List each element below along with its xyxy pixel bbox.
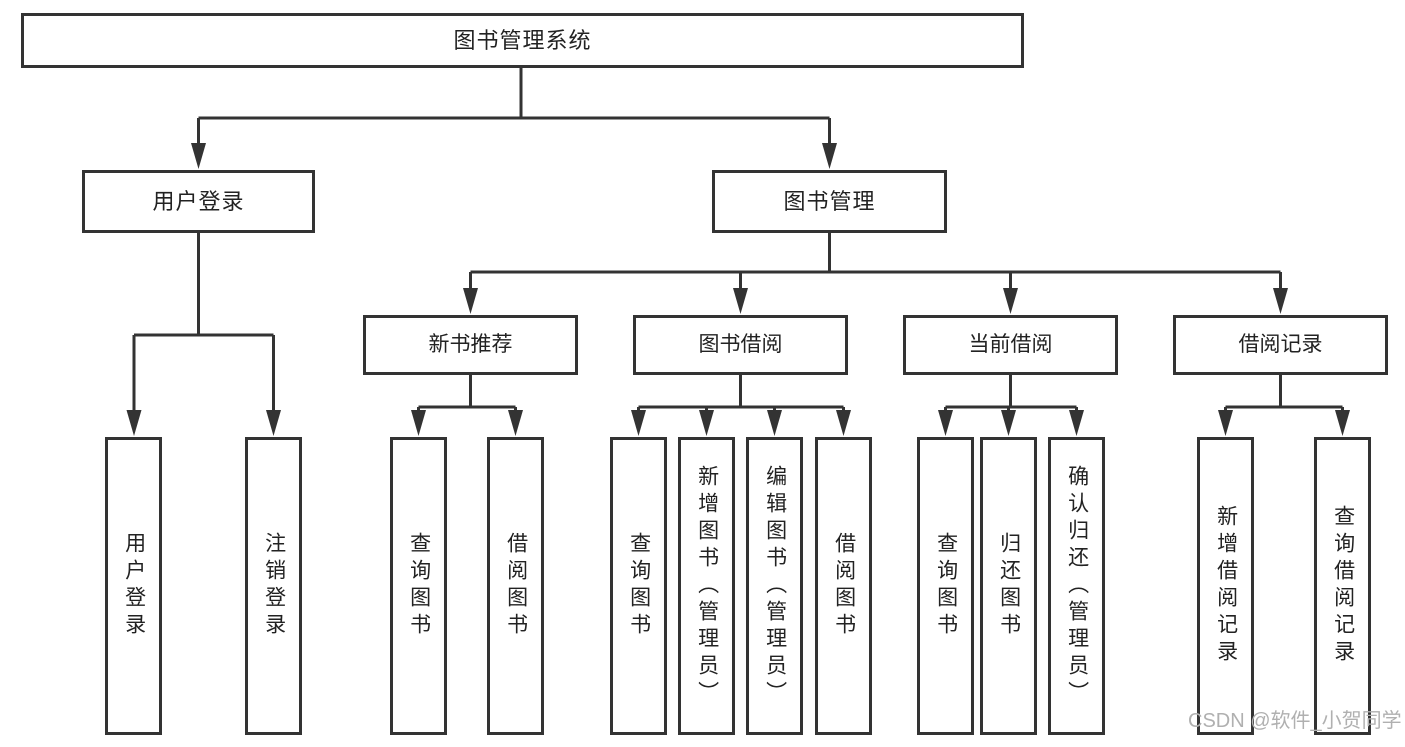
leaf-records-query-borrow-record: 查询借阅记录 xyxy=(1314,437,1371,735)
arrowhead-icon xyxy=(631,410,646,436)
leaf-borrow-edit-books-admin: 编辑图书（管理员） xyxy=(746,437,803,735)
leaf-current-return-books: 归还图书 xyxy=(980,437,1037,735)
arrowhead-icon xyxy=(1069,410,1084,436)
leaf-user-login: 用户登录 xyxy=(105,437,162,735)
node-book-management: 图书管理 xyxy=(712,170,947,233)
arrowhead-icon xyxy=(1218,410,1233,436)
leaf-recommend-borrow-books: 借阅图书 xyxy=(487,437,544,735)
arrowhead-icon xyxy=(699,410,714,436)
arrowhead-icon xyxy=(1335,410,1350,436)
node-borrow-records: 借阅记录 xyxy=(1173,315,1388,375)
node-book-borrow: 图书借阅 xyxy=(633,315,848,375)
arrowhead-icon xyxy=(266,410,281,436)
arrowhead-icon xyxy=(1001,410,1016,436)
arrowhead-icon xyxy=(191,143,206,169)
arrowheads xyxy=(126,143,1350,436)
arrowhead-icon xyxy=(733,288,748,314)
leaf-recommend-query-books: 查询图书 xyxy=(390,437,447,735)
node-library-system: 图书管理系统 xyxy=(21,13,1024,68)
arrowhead-icon xyxy=(1273,288,1288,314)
node-current-borrow: 当前借阅 xyxy=(903,315,1118,375)
leaf-records-add-borrow-record: 新增借阅记录 xyxy=(1197,437,1254,735)
arrowhead-icon xyxy=(938,410,953,436)
arrowhead-icon xyxy=(126,410,142,436)
node-user-login: 用户登录 xyxy=(82,170,315,233)
arrowhead-icon xyxy=(822,143,837,169)
arrowhead-icon xyxy=(411,410,426,436)
leaf-borrow-query-books: 查询图书 xyxy=(610,437,667,735)
leaf-borrow-borrow-books: 借阅图书 xyxy=(815,437,872,735)
arrowhead-icon xyxy=(508,410,523,436)
arrowhead-icon xyxy=(767,410,782,436)
node-new-book-recommend: 新书推荐 xyxy=(363,315,578,375)
arrowhead-icon xyxy=(836,410,851,436)
arrowhead-icon xyxy=(463,288,478,314)
leaf-logout: 注销登录 xyxy=(245,437,302,735)
leaf-borrow-add-books-admin: 新增图书（管理员） xyxy=(678,437,735,735)
watermark: CSDN @软件_小贺同学 xyxy=(1188,710,1402,732)
leaf-current-query-books: 查询图书 xyxy=(917,437,974,735)
arrowhead-icon xyxy=(1003,288,1018,314)
leaf-current-confirm-return-admin: 确认归还（管理员） xyxy=(1048,437,1105,735)
